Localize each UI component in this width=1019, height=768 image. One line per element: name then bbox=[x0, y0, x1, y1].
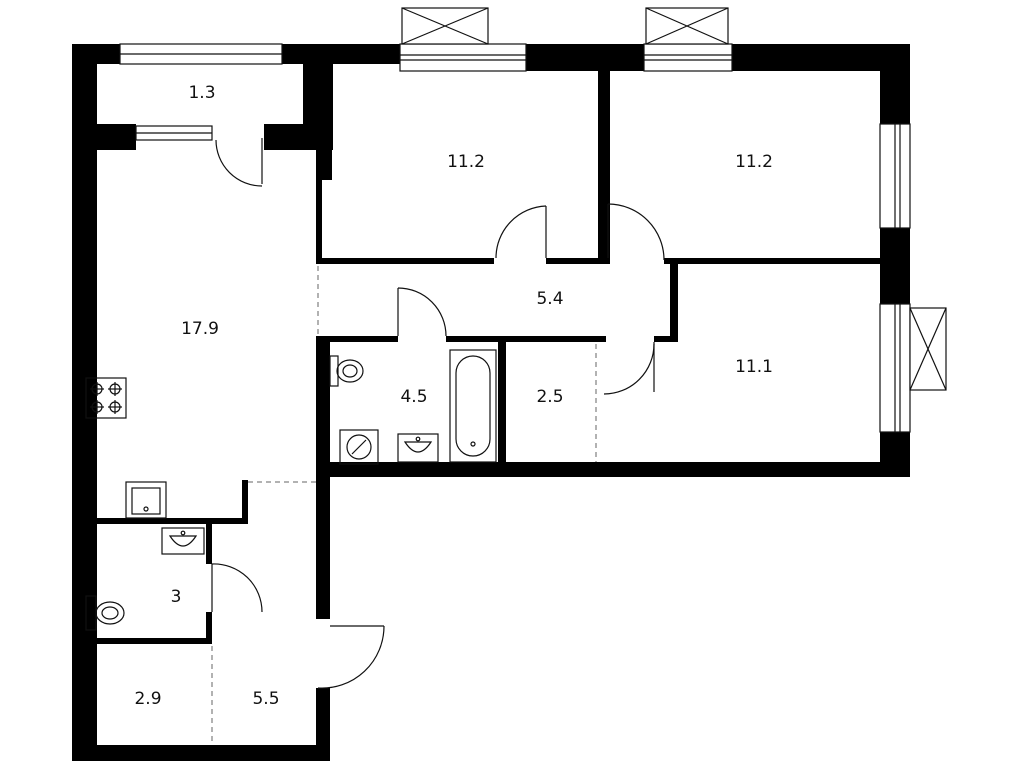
washbasin-icon bbox=[397, 433, 439, 463]
room-area-kitchen-living: 17.9 bbox=[181, 319, 219, 339]
zone-boundaries bbox=[211, 266, 597, 745]
partitions bbox=[84, 68, 880, 644]
ac-unit-icon bbox=[401, 7, 947, 391]
washbasin-icon bbox=[161, 527, 205, 555]
doors bbox=[211, 138, 665, 689]
room-labels: 1.3 17.9 11.2 11.2 5.4 11.1 4.5 2.5 3 2.… bbox=[134, 83, 772, 709]
room-area-toilet: 3 bbox=[171, 587, 182, 607]
room-area-bathroom: 4.5 bbox=[400, 387, 427, 407]
walls bbox=[72, 44, 910, 761]
room-area-hall: 5.5 bbox=[252, 689, 279, 709]
stove-icon bbox=[85, 377, 127, 419]
room-area-bedroom-east: 11.1 bbox=[735, 357, 773, 377]
room-area-balcony: 1.3 bbox=[188, 83, 215, 103]
sink-icon bbox=[125, 481, 167, 519]
toilet-icon bbox=[85, 595, 125, 631]
room-area-bedroom-north-east: 11.2 bbox=[735, 152, 773, 172]
washing-machine-icon bbox=[339, 429, 379, 465]
room-area-bedroom-north-west: 11.2 bbox=[447, 152, 485, 172]
room-area-storage: 2.5 bbox=[536, 387, 563, 407]
toilet-icon bbox=[329, 355, 364, 387]
room-area-wardrobe: 2.9 bbox=[134, 689, 161, 709]
windows bbox=[119, 43, 911, 433]
bathtub-icon bbox=[449, 349, 497, 463]
room-area-corridor: 5.4 bbox=[536, 289, 563, 309]
